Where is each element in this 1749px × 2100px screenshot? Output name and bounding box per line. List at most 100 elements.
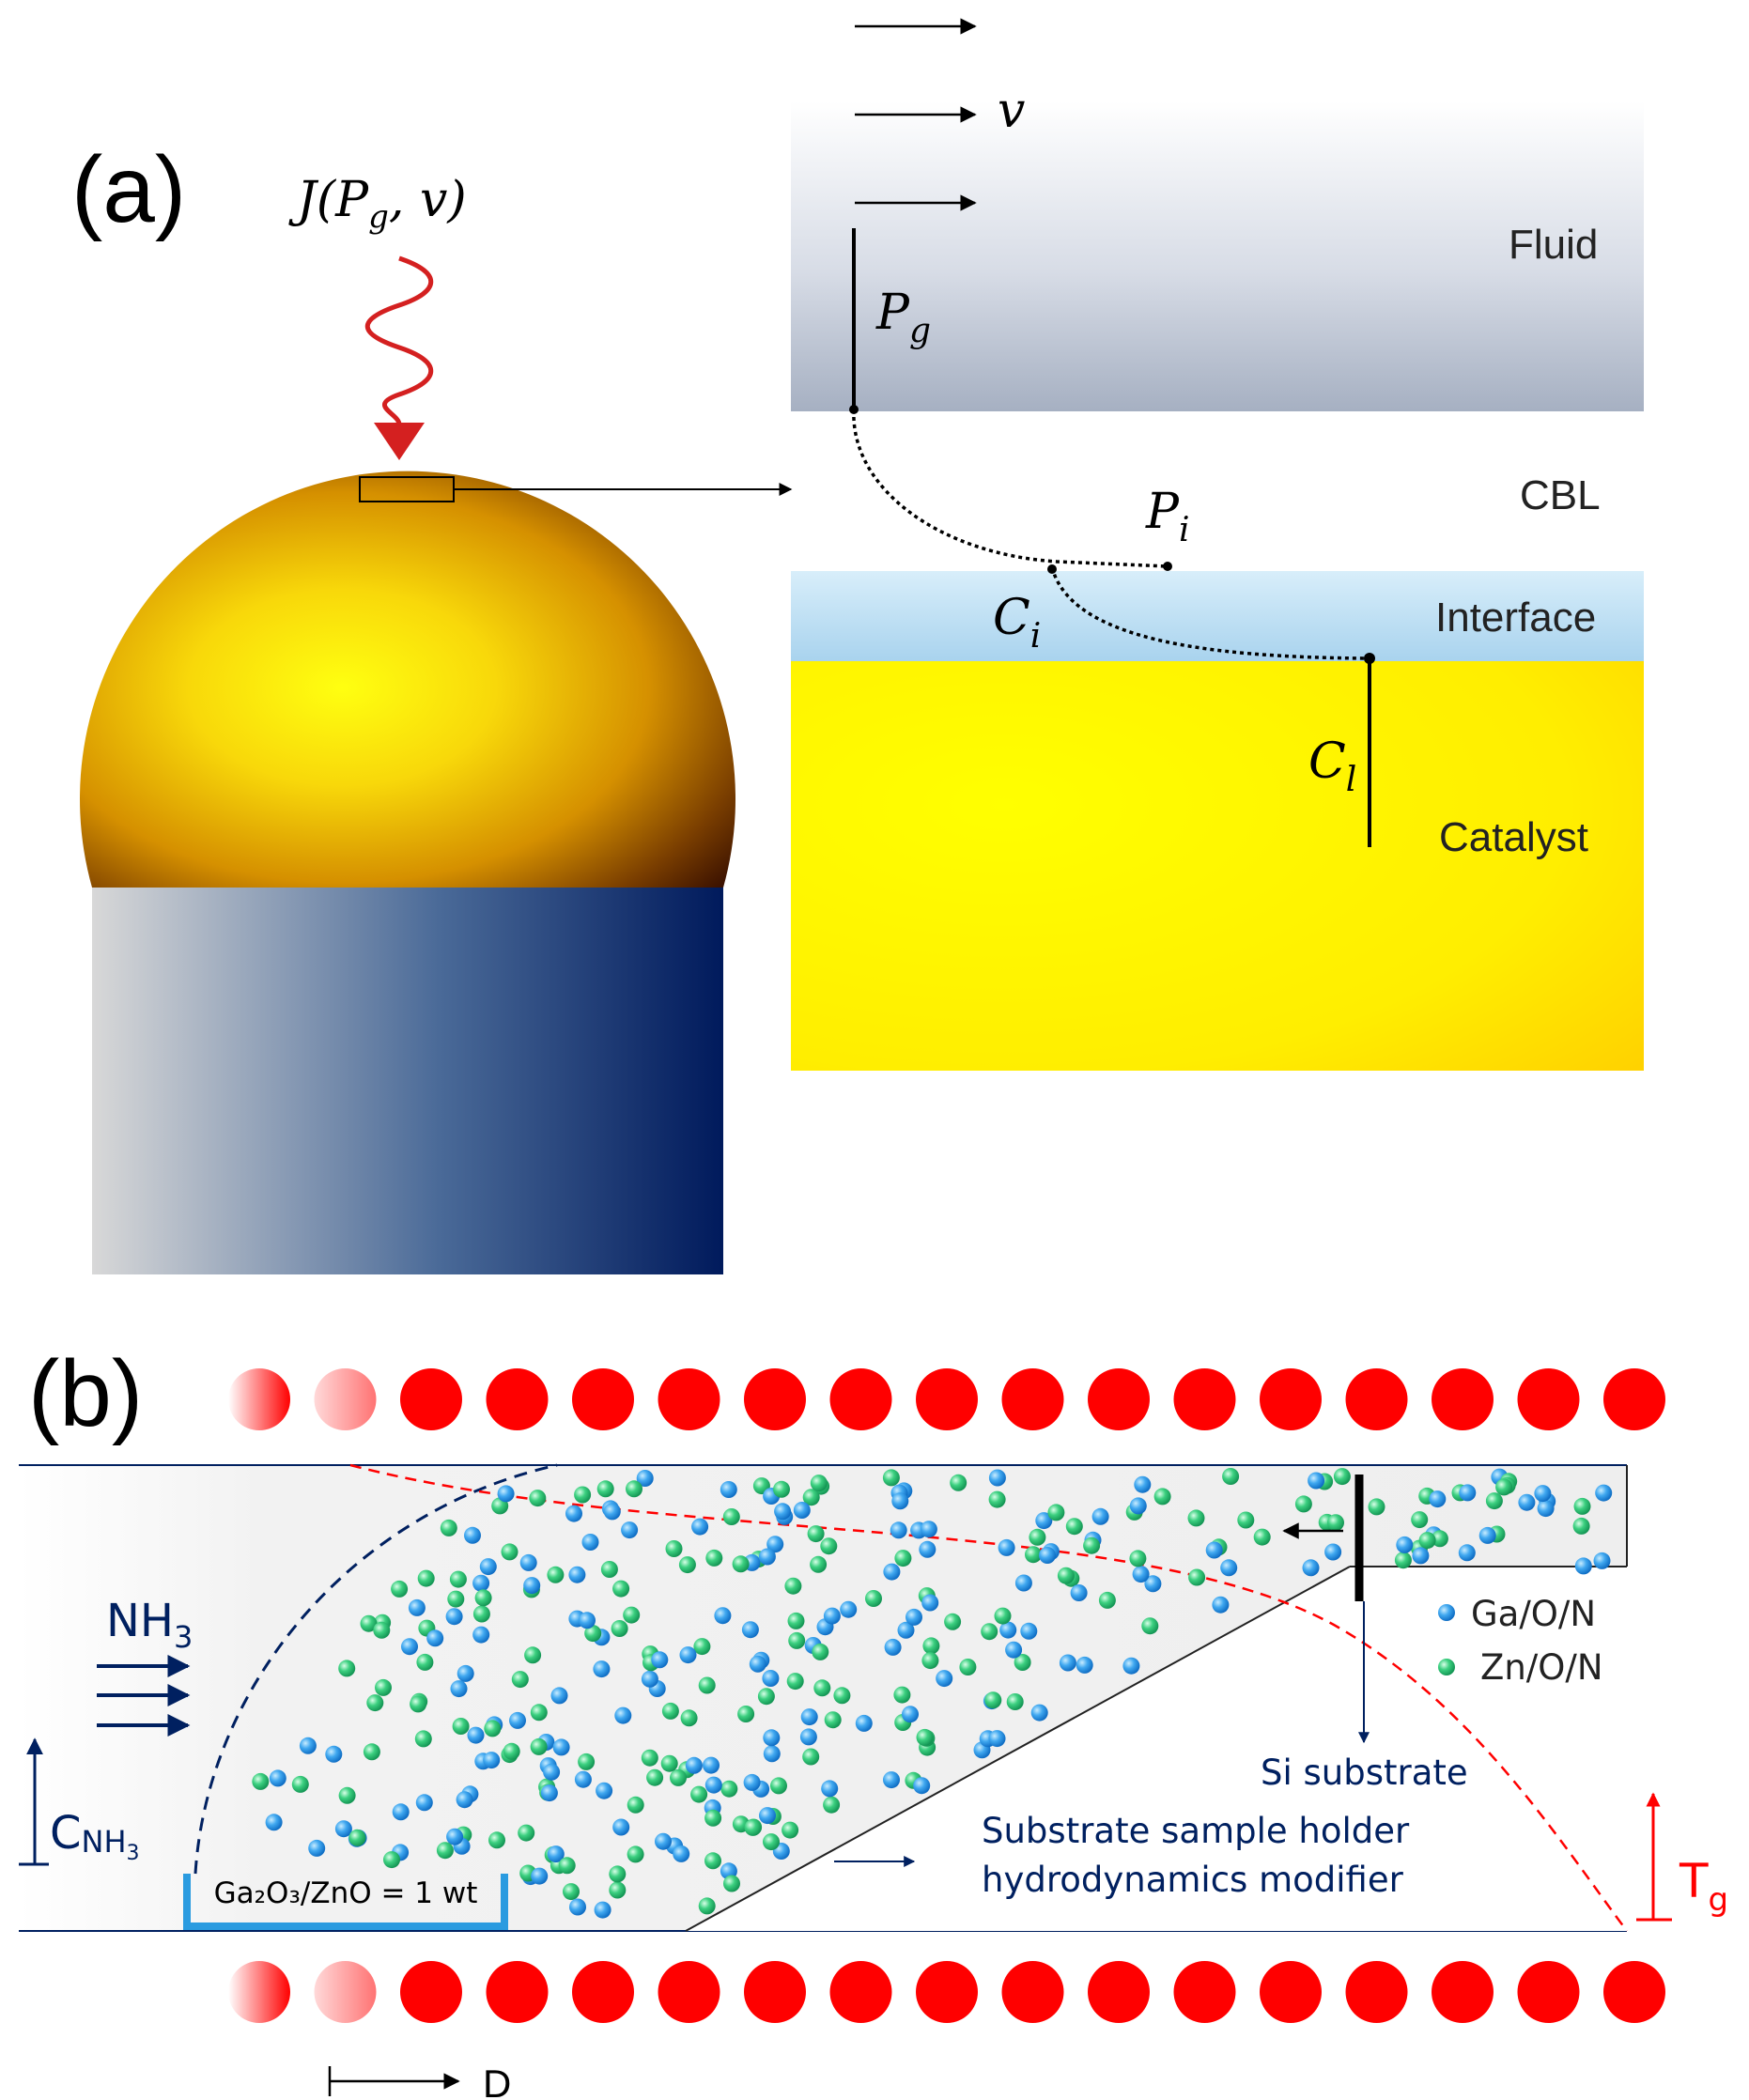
zn-particle bbox=[547, 1566, 565, 1583]
ga-particle bbox=[720, 1481, 737, 1498]
particle-cloud bbox=[252, 1468, 1613, 1919]
ga-particle bbox=[1144, 1575, 1162, 1593]
heater-coil bbox=[228, 1961, 290, 2023]
zn-particle bbox=[252, 1772, 270, 1790]
zn-particle bbox=[1237, 1511, 1255, 1529]
zn-particle bbox=[529, 1490, 547, 1507]
zn-particle bbox=[1047, 1504, 1065, 1521]
zn-particle bbox=[763, 1833, 780, 1851]
zn-particle bbox=[447, 1590, 465, 1608]
temperature-label: Tg bbox=[1679, 1854, 1728, 1919]
zn-particle bbox=[807, 1525, 825, 1543]
zn-particle bbox=[988, 1490, 1006, 1508]
zn-particle bbox=[574, 1486, 592, 1504]
ga-particle bbox=[1220, 1559, 1238, 1577]
ga-particle bbox=[519, 1553, 537, 1571]
ga-particle bbox=[299, 1737, 317, 1754]
zn-particle bbox=[600, 1561, 618, 1578]
zn-particle bbox=[950, 1474, 967, 1491]
zn-particle bbox=[578, 1753, 596, 1770]
ga-particle bbox=[673, 1845, 690, 1862]
ga-particle bbox=[483, 1752, 501, 1769]
zn-particle bbox=[788, 1631, 806, 1649]
ga-particle bbox=[1458, 1544, 1476, 1562]
ga-particle bbox=[531, 1867, 549, 1885]
interface-layer bbox=[791, 571, 1644, 661]
zn-particle bbox=[773, 1480, 790, 1498]
pi-sub: i bbox=[1179, 511, 1190, 549]
ga-particle bbox=[472, 1574, 490, 1592]
ga-particle bbox=[636, 1470, 654, 1487]
panel-b: (b) Ga₂O₃/ZnO = 1 wt Si substrate Substr… bbox=[19, 1341, 1728, 2100]
ga-particle bbox=[741, 1621, 759, 1639]
ga-particle bbox=[569, 1898, 586, 1916]
ci-sub: i bbox=[1030, 617, 1042, 656]
heater-coil bbox=[1603, 1961, 1665, 2023]
ga-particle bbox=[1129, 1497, 1147, 1515]
zn-particle bbox=[784, 1577, 802, 1595]
ga-particle bbox=[651, 1651, 669, 1669]
zn-particle bbox=[698, 1897, 716, 1915]
zn-particle bbox=[563, 1883, 580, 1901]
heater-coil bbox=[916, 1961, 978, 2023]
source-label: Ga₂O₃/ZnO = 1 wt bbox=[214, 1876, 478, 1910]
ga-particle bbox=[800, 1708, 818, 1726]
heater-coil bbox=[658, 1961, 720, 2023]
pi-point bbox=[1163, 562, 1172, 571]
heater-coil bbox=[1173, 1961, 1236, 2023]
zn-particle bbox=[994, 1607, 1012, 1625]
ga-particle bbox=[763, 1729, 781, 1747]
heater-coil bbox=[744, 1961, 806, 2023]
zn-particle bbox=[882, 1469, 900, 1487]
heater-coil bbox=[1260, 1961, 1322, 2023]
zn-particle bbox=[596, 1480, 614, 1498]
ga-particle bbox=[509, 1711, 526, 1729]
zn-particle bbox=[690, 1785, 708, 1803]
zn-particle bbox=[820, 1537, 838, 1555]
heater-coil bbox=[314, 1368, 377, 1430]
zn-particle bbox=[680, 1709, 698, 1727]
zn-particle bbox=[704, 1809, 722, 1827]
heater-coil bbox=[486, 1961, 549, 2023]
zn-particle bbox=[922, 1637, 940, 1655]
zn-particle bbox=[894, 1550, 912, 1567]
catalyst-label: Catalyst bbox=[1439, 814, 1588, 860]
zn-particle bbox=[704, 1852, 721, 1870]
ga-particle bbox=[1059, 1654, 1076, 1672]
zn-particle bbox=[612, 1580, 630, 1598]
zn-particle bbox=[893, 1686, 911, 1704]
ga-particle bbox=[749, 1655, 766, 1673]
zn-particle bbox=[865, 1590, 882, 1607]
zn-particle bbox=[1187, 1509, 1205, 1527]
zn-particle bbox=[782, 1821, 799, 1839]
ga-particle bbox=[1308, 1472, 1325, 1490]
zn-particle bbox=[410, 1695, 427, 1713]
concentration-label: CNH3 bbox=[50, 1807, 140, 1865]
ga-particle bbox=[1076, 1656, 1093, 1674]
ga-particle bbox=[704, 1776, 722, 1794]
ga-particle bbox=[1212, 1596, 1230, 1614]
heater-coil bbox=[228, 1368, 290, 1430]
zn-particle bbox=[558, 1857, 576, 1875]
ga-particle bbox=[766, 1536, 784, 1553]
ga-particle bbox=[446, 1828, 464, 1845]
ga-particle bbox=[479, 1558, 497, 1576]
zn-particle bbox=[627, 1845, 644, 1863]
ga-particle bbox=[612, 1818, 630, 1836]
zn-particle bbox=[503, 1742, 520, 1760]
zn-particle bbox=[1129, 1550, 1147, 1567]
distance-label: D bbox=[483, 2061, 511, 2100]
ga-particle bbox=[988, 1469, 1006, 1487]
ga-particle bbox=[855, 1714, 873, 1732]
zn-particle bbox=[1394, 1552, 1412, 1569]
heater-row-top bbox=[228, 1368, 1665, 1430]
catalyst-layer bbox=[791, 661, 1644, 1071]
zn-particle bbox=[414, 1730, 432, 1748]
zn-particle bbox=[698, 1676, 716, 1694]
ci-point bbox=[1047, 564, 1057, 574]
heater-coil bbox=[829, 1368, 892, 1430]
substrate-label: Si substrate bbox=[1261, 1753, 1468, 1793]
holder-label-line1: Substrate sample holder bbox=[982, 1811, 1410, 1851]
zn-particle bbox=[787, 1612, 805, 1629]
ga-particle bbox=[1134, 1475, 1152, 1493]
